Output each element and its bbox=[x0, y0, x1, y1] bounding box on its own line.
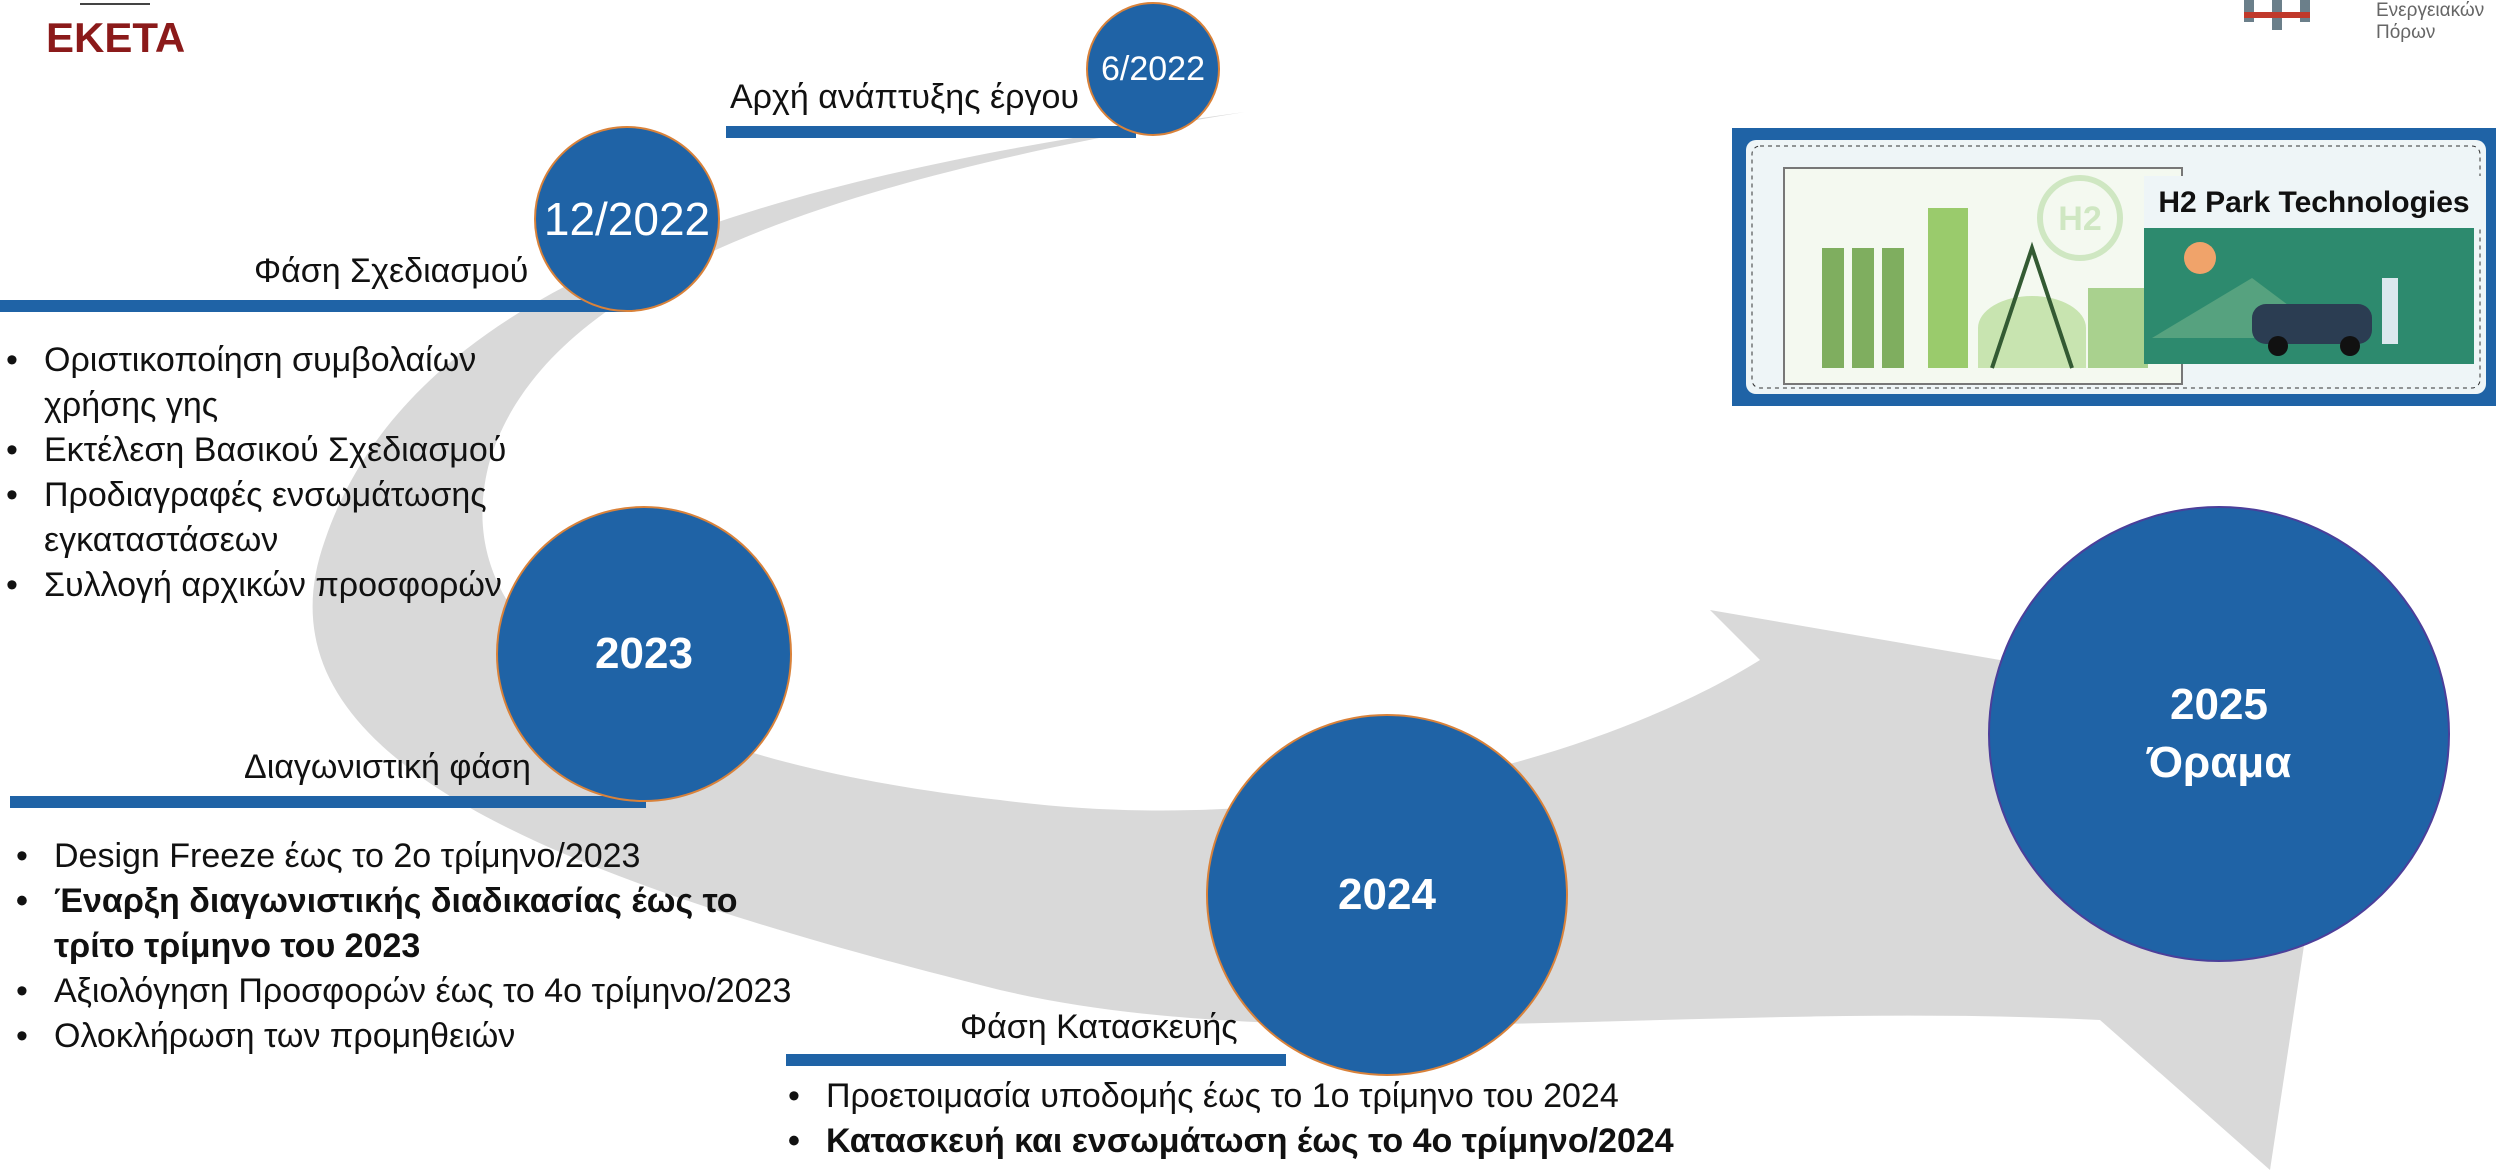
tender-phase-list: Design Freeze έως το 2ο τρίμηνο/2023 Ένα… bbox=[10, 834, 810, 1059]
milestone-circle-12-2022: 12/2022 bbox=[534, 126, 720, 312]
h2-park-banner: H2 H2 Park Technologies bbox=[1732, 128, 2496, 406]
phase-label-construction: Φάση Κατασκευής bbox=[960, 1008, 1238, 1046]
phase-underline-start bbox=[726, 126, 1136, 138]
milestone-circle-2024: 2024 bbox=[1206, 714, 1568, 1076]
milestone-date: 12/2022 bbox=[543, 193, 711, 245]
list-item: Κατασκευή και ενσωμάτωση έως το 4ο τρίμη… bbox=[782, 1119, 1782, 1164]
milestone-circle-2023: 2023 bbox=[496, 506, 792, 802]
list-item: Προετοιμασία υποδομής έως το 1ο τρίμηνο … bbox=[782, 1074, 1782, 1119]
milestone-circle-2025-vision: 2025 Όραμα bbox=[1988, 506, 2450, 962]
milestone-date: 2025 bbox=[2170, 680, 2268, 729]
list-item: Ολοκλήρωση των προμηθειών bbox=[10, 1014, 810, 1059]
phase-label-design: Φάση Σχεδιασμού bbox=[254, 252, 529, 290]
banner-title: H2 Park Technologies bbox=[2158, 186, 2469, 219]
list-item: Design Freeze έως το 2ο τρίμηνο/2023 bbox=[10, 834, 810, 879]
phase-label-start: Αρχή ανάπτυξης έργου bbox=[730, 78, 1079, 116]
design-phase-list: Οριστικοποίηση συμβολαίων χρήσης γης Εκτ… bbox=[0, 338, 520, 608]
list-item: Εκτέλεση Βασικού Σχεδιασμού bbox=[0, 428, 520, 473]
phase-underline-tender bbox=[10, 796, 646, 808]
corner-logo-icon bbox=[2244, 0, 2310, 30]
milestone-date: 2023 bbox=[595, 629, 693, 678]
h2-symbol-text: H2 bbox=[2058, 200, 2101, 238]
h2-park-illustration: H2 H2 Park Technologies bbox=[1746, 140, 2486, 394]
milestone-date: 6/2022 bbox=[1101, 49, 1205, 88]
vision-label: Όραμα bbox=[2146, 738, 2292, 787]
list-item: Οριστικοποίηση συμβολαίων χρήσης γης bbox=[0, 338, 520, 428]
list-item: Συλλογή αρχικών προσφορών bbox=[0, 563, 520, 608]
milestone-date: 2024 bbox=[1338, 870, 1436, 919]
list-item: Αξιολόγηση Προσφορών έως το 4ο τρίμηνο/2… bbox=[10, 969, 810, 1014]
corner-logo-text: Ενεργειακών Πόρων bbox=[2376, 0, 2485, 43]
eketa-logo: EKETA bbox=[46, 14, 186, 61]
phase-underline-construction bbox=[786, 1054, 1286, 1066]
h2-symbol-icon: H2 bbox=[2037, 175, 2123, 261]
list-item: Έναρξη διαγωνιστικής διαδικασίας έως το … bbox=[10, 879, 810, 969]
phase-label-tender: Διαγωνιστική φάση bbox=[244, 748, 531, 786]
electric-car-icon bbox=[2152, 242, 2398, 356]
hydrogen-plant-icon bbox=[1822, 208, 2148, 369]
construction-phase-list: Προετοιμασία υποδομής έως το 1ο τρίμηνο … bbox=[782, 1074, 1782, 1164]
milestone-circle-6-2022: 6/2022 bbox=[1086, 2, 1220, 136]
phase-underline-design bbox=[0, 300, 632, 312]
curved-arrow-shape bbox=[312, 112, 2321, 1170]
list-item: Προδιαγραφές ενσωμάτωσης εγκαταστάσεων bbox=[0, 473, 520, 563]
